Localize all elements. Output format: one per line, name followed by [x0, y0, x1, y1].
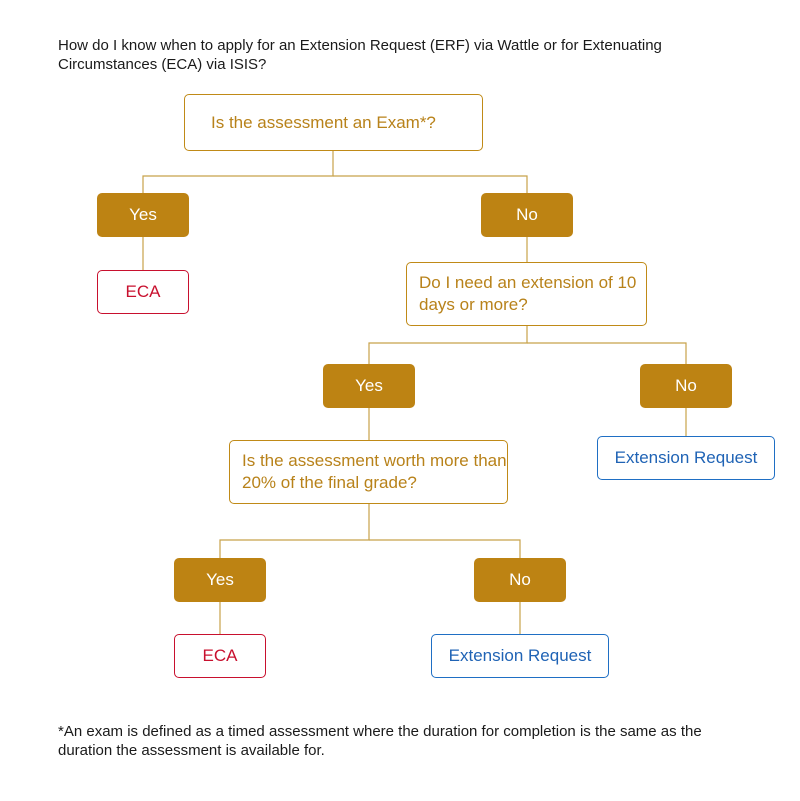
connector-q2	[368, 326, 528, 364]
answer-no-exam: No	[481, 193, 573, 237]
result-eca-label: ECA	[202, 646, 238, 665]
question-is-exam: Is the assessment an Exam*?	[184, 94, 483, 151]
answer-yes-exam: Yes	[97, 193, 189, 237]
answer-no-label: No	[675, 376, 697, 395]
page-title: How do I know when to apply for an Exten…	[58, 37, 662, 73]
result-eca-exam: ECA	[97, 270, 189, 314]
question-worth-20-percent: Is the assessment worth more than 20% of…	[229, 440, 508, 504]
result-extension-request-10-days: Extension Request	[597, 436, 775, 480]
connector-q1-no	[333, 175, 528, 193]
result-eca-20-percent: ECA	[174, 634, 266, 678]
question-extension-10-days: Do I need an extension of 10 days or mor…	[406, 262, 647, 326]
connector-q1	[142, 151, 334, 193]
result-eca-label: ECA	[125, 282, 161, 301]
result-extension-request-label: Extension Request	[448, 646, 592, 665]
answer-no-10-days: No	[640, 364, 732, 408]
question-is-exam-text: Is the assessment an Exam*?	[211, 112, 436, 132]
result-extension-request-20-percent: Extension Request	[431, 634, 609, 678]
connector-q3	[219, 504, 370, 558]
answer-no-label: No	[516, 205, 538, 224]
footnote-exam-definition: *An exam is defined as a timed assessmen…	[58, 723, 702, 759]
answer-no-20-percent: No	[474, 558, 566, 602]
question-worth-20-percent-text: Is the assessment worth more than 20% of…	[242, 451, 507, 492]
answer-no-label: No	[509, 570, 531, 589]
answer-yes-label: Yes	[206, 570, 234, 589]
connector-q3-no	[369, 539, 521, 558]
answer-yes-20-percent: Yes	[174, 558, 266, 602]
question-extension-10-days-text: Do I need an extension of 10 days or mor…	[419, 273, 637, 314]
answer-yes-label: Yes	[355, 376, 383, 395]
result-extension-request-label: Extension Request	[614, 448, 758, 467]
answer-yes-label: Yes	[129, 205, 157, 224]
answer-yes-10-days: Yes	[323, 364, 415, 408]
connector-q2-no	[527, 342, 687, 364]
